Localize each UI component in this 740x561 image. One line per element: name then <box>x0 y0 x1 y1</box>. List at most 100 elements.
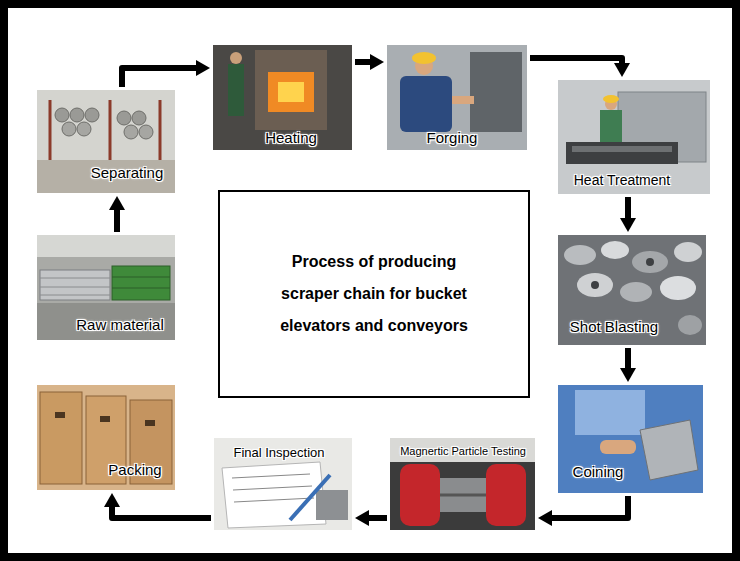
packing-photo <box>37 385 175 490</box>
test-bar <box>440 494 486 497</box>
chain-parts <box>572 146 672 152</box>
photo-ground <box>390 438 535 530</box>
heat-treatment-photo <box>558 80 710 194</box>
process-photo-tile: Magnertic Particle Testing <box>390 438 535 530</box>
flow-arrow <box>552 496 628 518</box>
raw-material-photo <box>37 235 175 340</box>
flow-arrow <box>355 59 370 65</box>
bar-line <box>40 287 110 288</box>
tray <box>566 142 678 164</box>
pen <box>290 475 330 520</box>
flow-arrow <box>625 197 631 218</box>
bar-end <box>70 108 84 122</box>
process-photo-tile: Packing <box>37 385 175 490</box>
photo-ground <box>37 90 175 193</box>
red-wheel <box>486 464 526 526</box>
bundle-line <box>112 277 170 278</box>
coining-photo <box>558 385 703 493</box>
steel-bars <box>40 270 110 300</box>
helmet <box>412 52 436 64</box>
test-machine <box>440 478 486 512</box>
process-photo-tile: Heat Treatment <box>558 80 710 194</box>
final-inspection-photo <box>214 438 352 530</box>
part-hole <box>591 281 599 289</box>
flow-arrow <box>112 507 211 518</box>
worker <box>400 76 452 132</box>
photo-ground <box>37 235 175 340</box>
metal-part <box>601 241 629 259</box>
flow-arrow <box>625 348 631 368</box>
separating-photo <box>37 90 175 193</box>
paper-line <box>232 474 310 478</box>
crate-hole <box>145 420 155 426</box>
process-label: Final Inspection <box>233 446 324 461</box>
process-photo-tile: Heating <box>213 45 352 150</box>
crate-hole <box>100 416 110 422</box>
process-photo-tile: Shot Blasting <box>558 235 706 345</box>
flow-arrow <box>530 58 622 63</box>
flow-arrow <box>122 68 196 87</box>
helmet <box>603 95 619 103</box>
heating-photo <box>213 45 352 150</box>
rack <box>109 100 112 160</box>
part-hole <box>646 258 654 266</box>
paper-line <box>234 498 314 502</box>
metal-part <box>660 276 696 300</box>
coined-part <box>640 420 698 480</box>
bar-line <box>40 295 110 296</box>
process-label: Raw material <box>76 316 164 333</box>
press-light <box>575 390 645 435</box>
process-photo-tile: Separating <box>37 90 175 193</box>
photo-floor <box>37 303 175 340</box>
photo-top <box>390 438 535 462</box>
bar-line <box>40 278 110 279</box>
flow-arrow <box>114 210 120 232</box>
photo-ceiling <box>37 235 175 257</box>
chain-part <box>316 490 348 520</box>
flow-arrow <box>369 515 387 521</box>
worker-head <box>230 52 242 64</box>
bar-end <box>139 125 153 139</box>
metal-part <box>674 242 702 262</box>
bar-end <box>85 108 99 122</box>
metal-part <box>620 282 652 302</box>
process-label: Shot Blasting <box>570 318 658 335</box>
title-text: Process of producing scraper chain for b… <box>261 246 487 342</box>
process-label: Heating <box>265 129 317 146</box>
worker <box>228 64 244 116</box>
photo-ground <box>558 385 703 493</box>
paper-line <box>233 486 312 490</box>
process-label: Magnertic Particle Testing <box>400 445 526 458</box>
photo-ground <box>37 385 175 490</box>
photo-floor <box>37 160 175 193</box>
furnace-glow <box>268 72 314 112</box>
rack <box>49 100 52 160</box>
furnace-core <box>278 82 304 102</box>
bundle-line <box>112 288 170 289</box>
process-label: Packing <box>108 461 161 478</box>
bar-end <box>55 108 69 122</box>
bar-end <box>132 111 146 125</box>
crate-hole <box>55 412 65 418</box>
bar-end <box>62 122 76 136</box>
photo-ground <box>558 235 706 345</box>
rack <box>159 100 162 160</box>
red-wheel <box>400 464 440 526</box>
forging-photo <box>387 45 527 150</box>
shot-blasting-photo <box>558 235 706 345</box>
crate <box>40 392 82 484</box>
process-label: Coining <box>573 463 624 480</box>
metal-part <box>577 273 613 297</box>
process-label: Separating <box>91 164 164 181</box>
bar-end <box>124 125 138 139</box>
process-label: Heat Treatment <box>574 172 671 188</box>
forge-press <box>470 52 522 132</box>
worker-arm <box>452 96 474 104</box>
photo-ground <box>558 80 710 194</box>
worker <box>600 110 622 142</box>
process-photo-tile: Final Inspection <box>214 438 352 530</box>
metal-part <box>564 245 596 265</box>
photo-ground <box>214 438 352 530</box>
title-box: Process of producing scraper chain for b… <box>218 190 530 398</box>
